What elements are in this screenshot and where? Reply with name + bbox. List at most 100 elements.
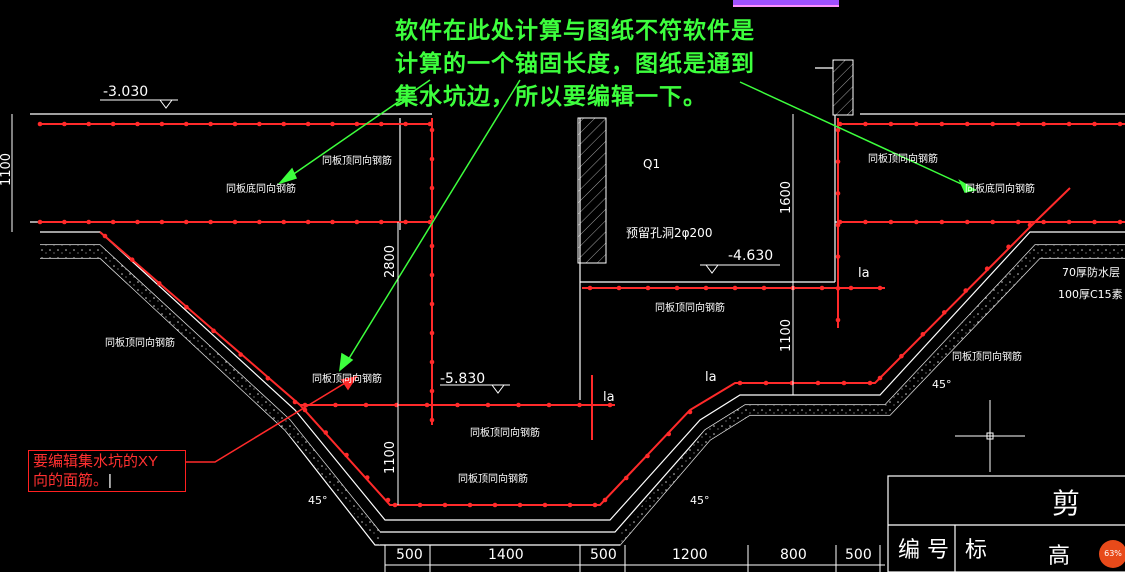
- rebar-dot: [232, 219, 238, 225]
- rebar-dot: [333, 402, 338, 408]
- rebar-dot: [763, 380, 769, 386]
- rebar-dot: [592, 502, 598, 508]
- rebar-dot: [607, 402, 613, 408]
- rebar-dot: [674, 285, 680, 291]
- label-top-rebar-6: 同板顶同向钢筋: [458, 474, 528, 485]
- rebar-dot: [429, 127, 435, 133]
- label-bottom-rebar-1: 同板底同向钢筋: [226, 184, 296, 195]
- label-angle-right: 45°: [932, 378, 952, 391]
- rebar-dot: [485, 402, 491, 408]
- rebar-dot: [492, 502, 498, 508]
- dim-bottom-1: 500: [396, 547, 423, 563]
- rebar-dot: [129, 257, 135, 263]
- rebar-dot: [159, 219, 165, 225]
- label-top-rebar-3: 同板顶同向钢筋: [105, 338, 175, 349]
- dim-left-top: 1100: [0, 152, 15, 187]
- rebar-dot: [135, 121, 140, 127]
- rebar-dot: [429, 301, 435, 307]
- rebar-dot: [265, 375, 271, 381]
- rebar-dot: [815, 380, 821, 386]
- annotation-arrows: [277, 79, 978, 372]
- wall-q1-hatch: [577, 117, 607, 264]
- rebar-dots: [37, 121, 1123, 508]
- elevation-top-left: -3.030: [103, 84, 149, 100]
- rebar-dot: [602, 497, 608, 503]
- rebar-dot: [1092, 219, 1097, 225]
- title-serial: 编 号: [898, 538, 949, 563]
- red-annotation-line1: 要编辑集水坑的XY: [33, 453, 159, 470]
- cursor-crosshair: [955, 400, 1025, 472]
- label-top-rebar-4: 同板顶同向钢筋: [312, 374, 382, 385]
- rebar-dot: [666, 431, 672, 437]
- red-arrow: [186, 375, 358, 463]
- rebar-dot: [1006, 244, 1011, 250]
- rebar-dot: [888, 121, 894, 127]
- rebar-dot: [687, 409, 693, 415]
- rebar-dot: [863, 121, 868, 127]
- rebar-dot: [429, 388, 435, 394]
- rebar-dot: [257, 121, 262, 127]
- rebar-dot: [939, 121, 945, 127]
- rebar-dot: [424, 402, 430, 408]
- green-annotation-line3: 集水坑边，所以要编辑一下。: [395, 83, 707, 110]
- rebar-dot: [403, 219, 408, 225]
- rebar-dot: [429, 214, 435, 220]
- rebar-dot: [939, 219, 945, 225]
- rebar-dot: [517, 502, 523, 508]
- rebar-dot: [364, 475, 370, 480]
- rebar-dot: [1041, 219, 1046, 225]
- rebar-dot: [429, 417, 435, 423]
- rebar-dot: [888, 219, 894, 225]
- dim-right-mid: 1100: [779, 318, 795, 353]
- rebar-dot: [761, 285, 767, 291]
- label-la-2: la: [705, 370, 717, 385]
- rebar-dot: [330, 219, 335, 225]
- rebar-dot: [467, 502, 473, 508]
- rebar-dot: [429, 243, 435, 249]
- rebar-dot: [920, 331, 926, 337]
- rebar-dot: [941, 310, 947, 315]
- rebar-dot: [542, 502, 548, 508]
- rebar-dot: [1027, 222, 1033, 228]
- wall-right-hatch: [832, 59, 854, 116]
- rebar-dot: [403, 121, 408, 127]
- rebar-dot: [183, 219, 189, 225]
- pit-outline: [40, 231, 1125, 546]
- dim-right-top: 1600: [779, 180, 795, 215]
- rebar-dot: [429, 185, 435, 191]
- label-top-rebar-1: 同板顶同向钢筋: [322, 156, 392, 167]
- rebar-dot: [1117, 121, 1123, 127]
- rebar-dot: [867, 380, 873, 386]
- zoom-badge[interactable]: 63%: [1099, 540, 1125, 568]
- rebar-dot: [110, 219, 116, 225]
- rebar-dot: [990, 121, 996, 127]
- rebar-dot: [102, 233, 108, 239]
- rebar-dot: [427, 121, 433, 127]
- rebar-dot: [835, 159, 841, 164]
- rebar-dot: [645, 453, 650, 459]
- dim-bottom-6: 500: [845, 547, 872, 563]
- rebar-dot: [863, 219, 868, 225]
- rebar-dot: [990, 219, 996, 225]
- rebar-dot: [281, 121, 287, 127]
- rebar-dot: [86, 219, 92, 225]
- rebar-dot: [292, 399, 298, 405]
- rebar-dot: [429, 272, 435, 278]
- rebar-dot: [837, 121, 843, 127]
- dim-bottom-3: 500: [590, 547, 617, 563]
- rebar-dot: [385, 497, 391, 503]
- rebar-dot: [427, 219, 433, 225]
- rebar-dot: [835, 222, 841, 228]
- rebar-dot: [159, 121, 165, 127]
- red-annotation-box[interactable]: 要编辑集水坑的XY 向的面筋。|: [28, 450, 186, 492]
- red-annotation-line2: 向的面筋。|: [33, 472, 112, 489]
- label-la-1: la: [603, 390, 615, 405]
- rebar-dot: [323, 430, 329, 435]
- rebar-dot: [37, 219, 43, 225]
- rebar-dot: [645, 285, 651, 291]
- dim-left-mid: 2800: [383, 244, 399, 279]
- rebar-dot: [305, 121, 311, 127]
- label-bottom-rebar-2: 同板底同向钢筋: [965, 184, 1035, 195]
- gravel-cushion-left: [40, 245, 380, 545]
- rebar-dot: [914, 121, 919, 127]
